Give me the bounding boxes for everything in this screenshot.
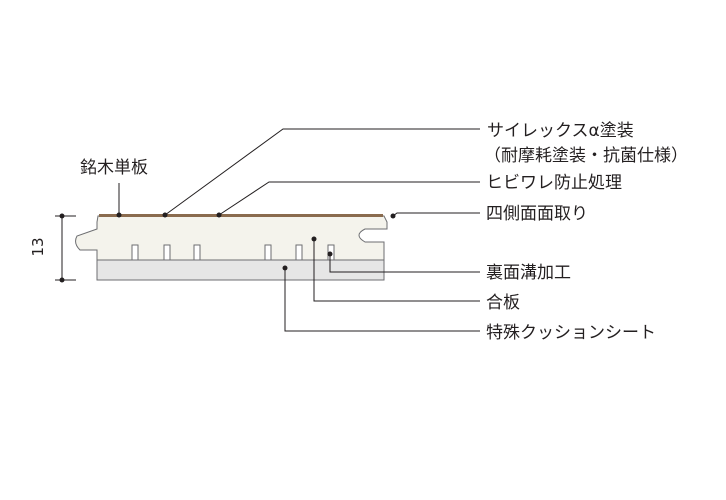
plywood-board [75,215,388,261]
back-groove [193,244,201,261]
callout-plywood: 合板 [311,236,520,313]
label-chamfer: 四側面面取り [486,204,588,224]
label-crack-prevention: ヒビワレ防止処理 [486,173,622,193]
callout-veneer: 銘木単板 [80,158,148,218]
callout-cushion-sheet: 特殊クッションシート [282,265,656,343]
back-groove [264,244,272,261]
back-groove [131,244,139,261]
veneer-layer [99,214,383,217]
label-cushion-sheet: 特殊クッションシート [486,323,656,343]
label-back-groove: 裏面溝加工 [486,262,571,283]
back-groove [295,244,303,261]
callout-coating: サイレックスα塗装 （耐摩耗塗装・抗菌仕様） [162,120,688,218]
thickness-dimension: 13 [29,213,76,283]
label-plywood: 合板 [486,293,520,313]
callout-back-groove: 裏面溝加工 [327,251,571,283]
label-veneer: 銘木単板 [80,158,148,178]
callout-crack-prevention: ヒビワレ防止処理 [216,173,622,218]
cushion-sheet-layer [96,259,385,281]
label-coating-line1: サイレックスα塗装 [487,120,634,141]
thickness-value: 13 [29,237,47,256]
back-groove [163,244,171,261]
label-coating-line2: （耐摩耗塗装・抗菌仕様） [484,145,688,166]
callout-chamfer: 四側面面取り [390,204,588,224]
